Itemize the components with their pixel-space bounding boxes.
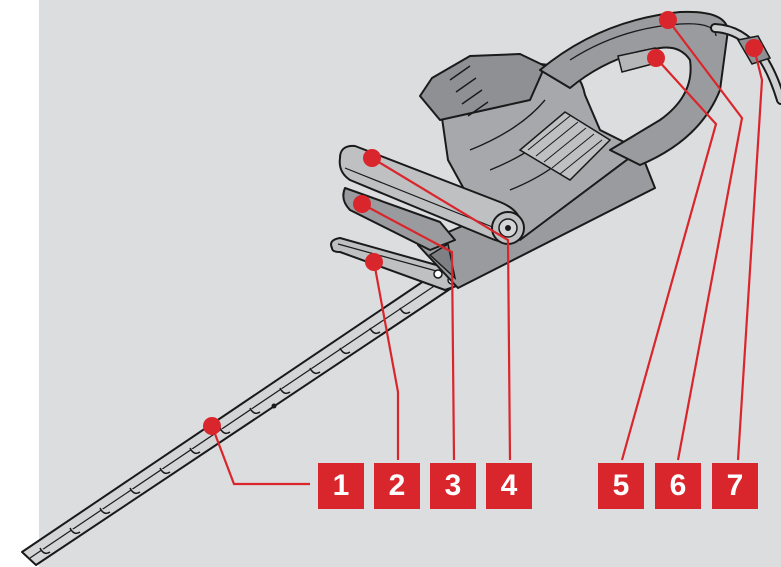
- callout-label-5: 5: [598, 463, 644, 509]
- callout-dot-4: [363, 149, 381, 167]
- callout-label-6: 6: [655, 463, 701, 509]
- callout-dot-5: [647, 49, 665, 67]
- leader-line-6: [667, 19, 744, 461]
- callout-dot-7: [745, 39, 763, 57]
- grip-texture: [527, 115, 603, 175]
- leader-line-4: [371, 157, 512, 461]
- leader-line-2: [372, 261, 400, 460]
- callout-label-4: 4: [486, 463, 532, 509]
- callout-dots: [203, 11, 763, 435]
- blade: [21, 261, 469, 566]
- callout-dot-3: [353, 195, 371, 213]
- callout-label-7: 7: [712, 463, 758, 509]
- blade-teeth: [39, 307, 411, 555]
- callout-dot-1: [203, 417, 221, 435]
- callout-label-1: 1: [318, 463, 364, 509]
- callout-dot-6: [659, 11, 677, 29]
- motor-housing: [417, 53, 656, 289]
- callout-label-3: 3: [430, 463, 476, 509]
- leader-line-3: [361, 203, 456, 461]
- leader-line-7: [736, 47, 764, 461]
- callout-dot-2: [365, 253, 383, 271]
- leader-lines: [210, 19, 764, 486]
- front-handle-switch: [342, 187, 456, 251]
- leader-line-5: [620, 57, 718, 461]
- callout-label-2: 2: [374, 463, 420, 509]
- leader-line-1: [210, 425, 310, 486]
